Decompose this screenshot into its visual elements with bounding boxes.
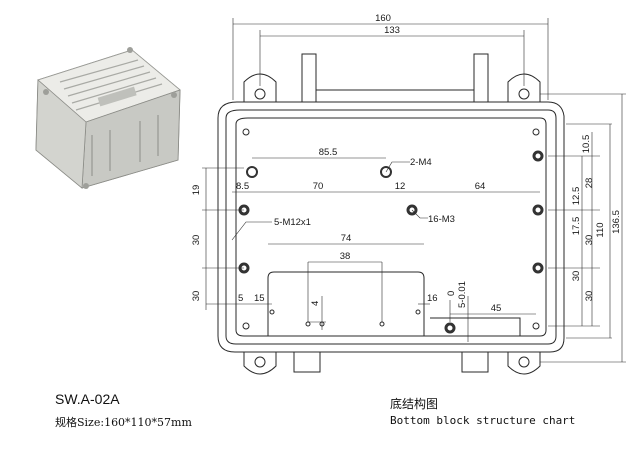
- dim-30-left-a: 30: [191, 235, 202, 246]
- size-spec: 规格Size:160*110*57mm: [55, 416, 192, 429]
- m3-holes: [238, 150, 544, 334]
- dim-30-right-a: 30: [584, 235, 595, 246]
- dim-28: 28: [584, 178, 595, 189]
- corner-holes: [242, 128, 540, 330]
- dim-45: 45: [491, 303, 502, 314]
- dim-5: 5: [238, 293, 243, 304]
- dimension-lines: [202, 18, 626, 363]
- dim-64: 64: [475, 181, 486, 192]
- model-number: SW.A-02A: [55, 391, 120, 407]
- chart-title-cn: 底结构图: [390, 397, 439, 411]
- dim-10-5: 10.5: [581, 135, 592, 154]
- dim-19: 19: [191, 185, 202, 196]
- enclosure-outline: [217, 53, 565, 375]
- dim-30-right-b: 30: [571, 271, 582, 282]
- dim-15: 15: [254, 293, 265, 304]
- dim-16-m3: 16-M3: [428, 214, 455, 225]
- dim-136-5: 136.5: [611, 210, 622, 234]
- dim-12: 12: [395, 181, 406, 192]
- dim-85-5: 85.5: [319, 147, 338, 158]
- chart-title-en: Bottom block structure chart: [390, 414, 576, 427]
- dim-74: 74: [341, 233, 352, 244]
- dim-16: 16: [427, 293, 438, 304]
- dim-0: 0: [446, 291, 457, 296]
- dim-5-0-01: 5-0.01: [457, 281, 468, 308]
- ear-holes: [254, 88, 530, 368]
- dim-5-m12: 5-M12x1: [274, 217, 311, 228]
- dim-110: 110: [595, 222, 606, 237]
- cover-holes: [269, 309, 421, 327]
- dim-133: 133: [384, 25, 400, 36]
- dim-38: 38: [340, 251, 351, 262]
- dim-30-right-c: 30: [584, 291, 595, 302]
- dim-17-5: 17.5: [571, 217, 582, 236]
- dim-70: 70: [313, 181, 324, 192]
- dim-30-left-b: 30: [191, 291, 202, 302]
- dim-160: 160: [375, 13, 391, 24]
- dimension-labels: 160 133 85.5 2-M4 8.5 70 12 64 16-M3 5-M…: [191, 13, 622, 314]
- enclosure-photo: [35, 47, 181, 189]
- dim-4: 4: [310, 301, 321, 306]
- dim-2-m4: 2-M4: [410, 157, 432, 168]
- dim-8-5: 8.5: [236, 181, 249, 192]
- dim-12-5: 12.5: [571, 187, 582, 206]
